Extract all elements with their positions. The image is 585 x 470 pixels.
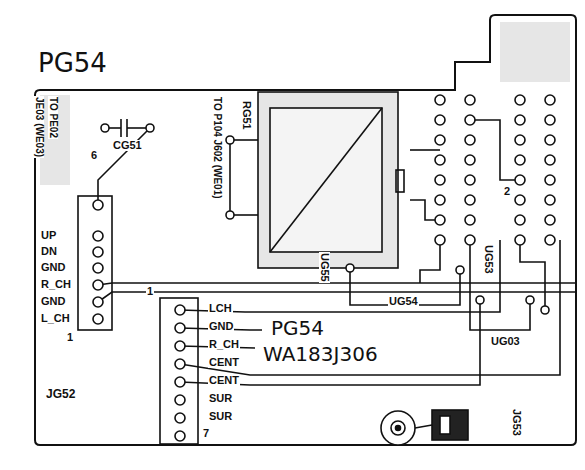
signal-name: R_CH bbox=[40, 279, 72, 290]
signal-name: CENT bbox=[208, 357, 240, 368]
board-title: PG54 bbox=[38, 50, 107, 76]
part-name: JG52 bbox=[45, 388, 76, 400]
connector-note: TO P104 J602 (WE01) bbox=[212, 96, 222, 200]
pin-number: 1 bbox=[146, 286, 154, 297]
signal-name: DN bbox=[40, 246, 58, 257]
part-name: RG51 bbox=[241, 100, 252, 131]
signal-name: GND bbox=[40, 262, 66, 273]
signal-name: SUR bbox=[208, 411, 233, 422]
signal-name: CENT bbox=[208, 375, 240, 386]
signal-name: L_CH bbox=[40, 313, 71, 324]
part-name: UG53 bbox=[483, 244, 494, 275]
connector-note: JE03 (WE03) bbox=[34, 96, 44, 158]
connector-note: TO PE02 bbox=[48, 96, 58, 139]
part-name: UG55 bbox=[319, 252, 330, 283]
part-name: JG53 bbox=[511, 408, 522, 437]
signal-name: GND bbox=[208, 321, 234, 332]
part-name: UG03 bbox=[490, 336, 521, 347]
pin-number: 6 bbox=[90, 150, 98, 161]
pin-number: 7 bbox=[202, 428, 210, 439]
signal-name: GND bbox=[40, 296, 66, 307]
part-number: WA183J306 bbox=[262, 344, 379, 364]
signal-name: SUR bbox=[208, 393, 233, 404]
pin-number: 2 bbox=[503, 186, 511, 197]
part-name: UG54 bbox=[388, 296, 419, 307]
signal-name: LCH bbox=[208, 303, 233, 314]
pin-number: 1 bbox=[66, 332, 74, 343]
part-name: CG51 bbox=[112, 140, 143, 151]
board-name: PG54 bbox=[270, 318, 325, 338]
signal-name: UP bbox=[40, 230, 57, 241]
signal-name: R_CH bbox=[208, 339, 240, 350]
